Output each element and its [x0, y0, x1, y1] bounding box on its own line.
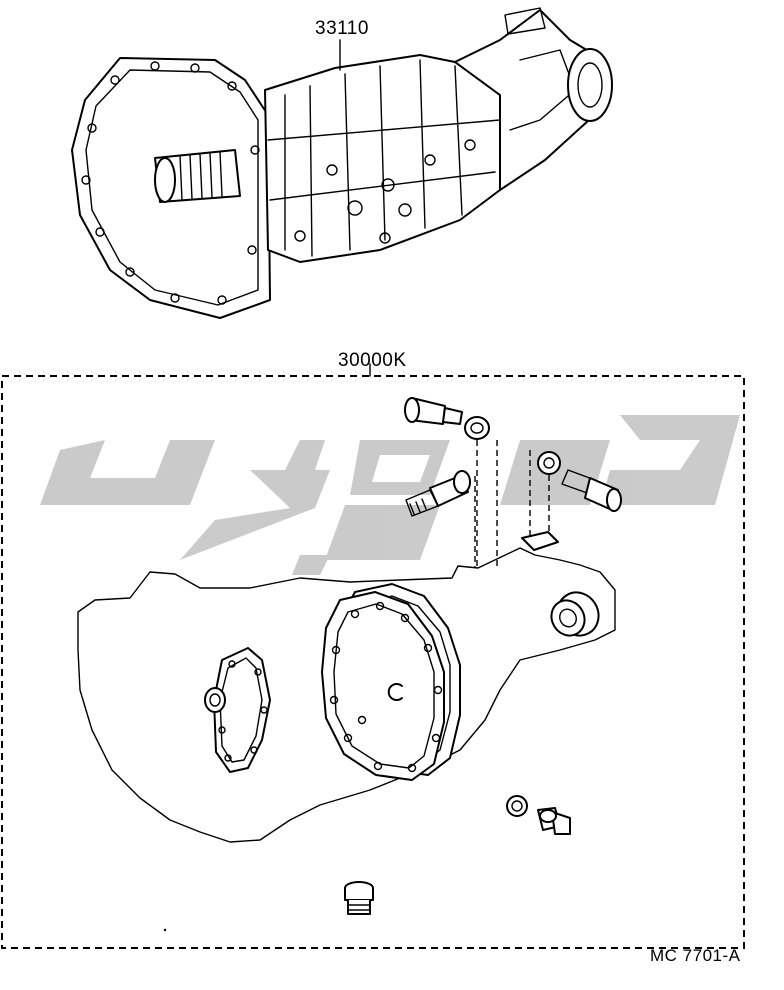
part-number-transmission: 33110 — [315, 18, 369, 39]
part-number-gasket-kit: 30000K — [338, 350, 407, 371]
figure-code: MC 7701-A — [650, 946, 741, 965]
gasket-washer-upper — [464, 416, 490, 440]
bolt-upper-left — [404, 397, 463, 425]
plug-nut — [521, 531, 559, 551]
gasket-washer-right — [537, 451, 561, 475]
bolt-right — [561, 469, 622, 512]
watermark-logo — [40, 415, 740, 575]
kit-boundary — [1, 363, 745, 949]
bolt-middle-left — [405, 470, 471, 517]
filler-plug — [344, 881, 374, 915]
drain-plug-bolt — [537, 807, 571, 835]
case-gasket-front — [321, 591, 445, 781]
oil-seal — [550, 591, 600, 637]
drain-washer — [506, 795, 528, 817]
bearing-retainer-gasket — [204, 647, 271, 773]
transmission-assembly-drawing — [71, 7, 613, 319]
transmission-outline — [77, 547, 616, 843]
dashed-leaders — [474, 440, 550, 570]
stray-dot — [163, 928, 167, 932]
